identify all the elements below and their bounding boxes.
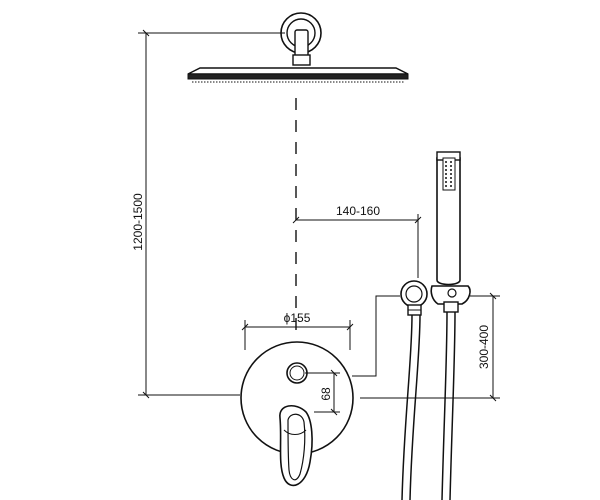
diameter-dimension [241,320,354,350]
diameter-dimension-label: ϕ155 [284,311,311,325]
wall-outlet-elbow [400,280,428,316]
height-dimension-label: 1200-1500 [131,193,145,251]
shower-holder [430,285,471,313]
outlet-connector-line [352,295,400,377]
shower-arm [280,12,322,66]
height-dimension [138,29,285,399]
handle-dimension [305,369,340,416]
horizontal-dimension [292,214,422,278]
spray-pattern [445,161,452,187]
holder-dimension-label: 300-400 [477,325,491,369]
hand-shower [436,151,461,286]
horizontal-dimension-label: 140-160 [336,204,380,218]
shower-hose [401,311,456,500]
handle-dimension-label: 68 [319,387,333,401]
holder-dimension [360,292,500,402]
mixer-lever [279,405,313,487]
shower-head [187,67,409,83]
